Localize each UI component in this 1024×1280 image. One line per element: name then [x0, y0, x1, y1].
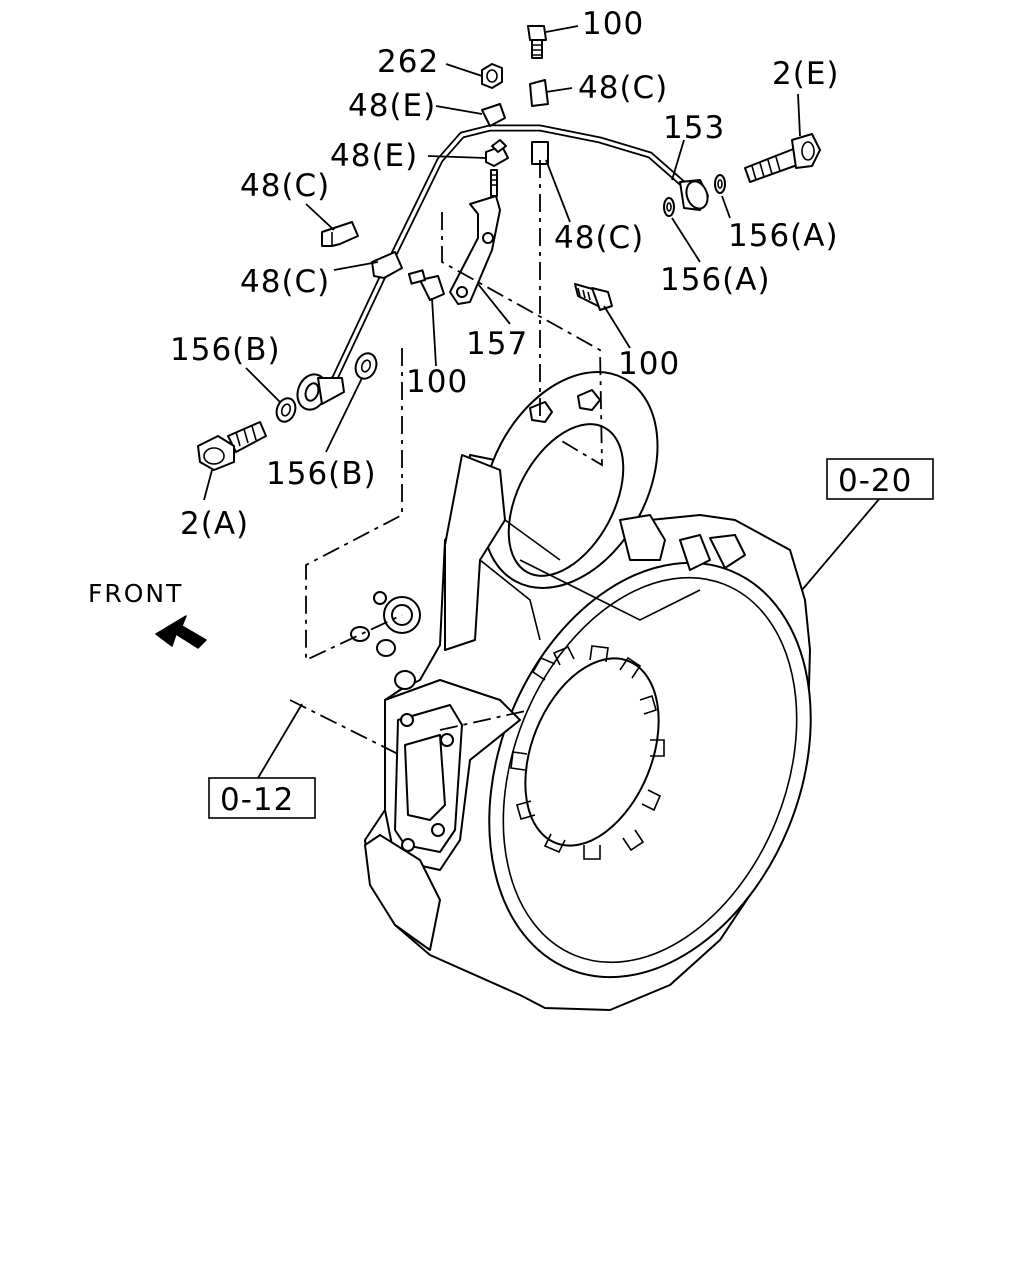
clip-48c-left-lower [371, 251, 403, 279]
reference-0-20: 0-20 [826, 458, 934, 500]
reference-0-20-text: 0-20 [838, 463, 912, 499]
washer-156a-2 [663, 197, 675, 217]
label-48c-right: 48(C) [554, 220, 644, 256]
label-48c-top: 48(C) [578, 70, 668, 106]
label-153: 153 [663, 110, 725, 146]
arrow-up-left-icon [155, 615, 207, 649]
label-48e-1: 48(E) [348, 88, 436, 124]
banjo-bolt-2e [744, 133, 821, 183]
bracket-157 [449, 195, 501, 305]
pipe-eye-left [296, 373, 345, 411]
flywheel-housing [350, 371, 812, 1011]
label-100-top: 100 [582, 6, 644, 42]
banjo-bolt-2a [197, 421, 267, 471]
bolt-100-mid [407, 269, 445, 301]
label-100-mid: 100 [406, 364, 468, 400]
part-labels: 100 262 48(E) 48(C) 48(E) 153 2(E) 48(C)… [170, 6, 840, 542]
label-157: 157 [466, 326, 528, 362]
bolt-100-right [574, 283, 613, 311]
stud [490, 169, 498, 197]
clip-48c-top [529, 79, 549, 165]
label-48c-left-2: 48(C) [240, 264, 330, 300]
washer-156b-1 [275, 397, 297, 423]
label-262: 262 [377, 44, 439, 80]
label-156b-1: 156(B) [170, 332, 281, 368]
reference-0-12-text: 0-12 [220, 782, 294, 818]
label-48e-2: 48(E) [330, 138, 418, 174]
label-2a: 2(A) [180, 506, 249, 542]
leader-lines [203, 25, 881, 779]
front-label: FRONT [88, 579, 183, 608]
label-156a-2: 156(A) [660, 262, 771, 298]
label-48c-left-1: 48(C) [240, 168, 330, 204]
label-100-right: 100 [618, 346, 680, 382]
label-156a-1: 156(A) [728, 218, 839, 254]
oil-pipe-153 [318, 124, 694, 394]
clip-48c-left-upper [321, 221, 359, 247]
washer-156b-2 [354, 352, 378, 380]
pipe-eye-right [679, 179, 709, 211]
label-2e: 2(E) [772, 56, 840, 92]
nut-262 [481, 63, 503, 89]
label-156b-2: 156(B) [266, 456, 377, 492]
reference-0-12: 0-12 [208, 777, 316, 819]
clip-48e-upper [481, 103, 509, 167]
connection-lines [289, 160, 603, 756]
front-indicator: FRONT [88, 579, 207, 649]
bolt-100-top [527, 25, 547, 59]
washer-156a-1 [714, 174, 726, 194]
